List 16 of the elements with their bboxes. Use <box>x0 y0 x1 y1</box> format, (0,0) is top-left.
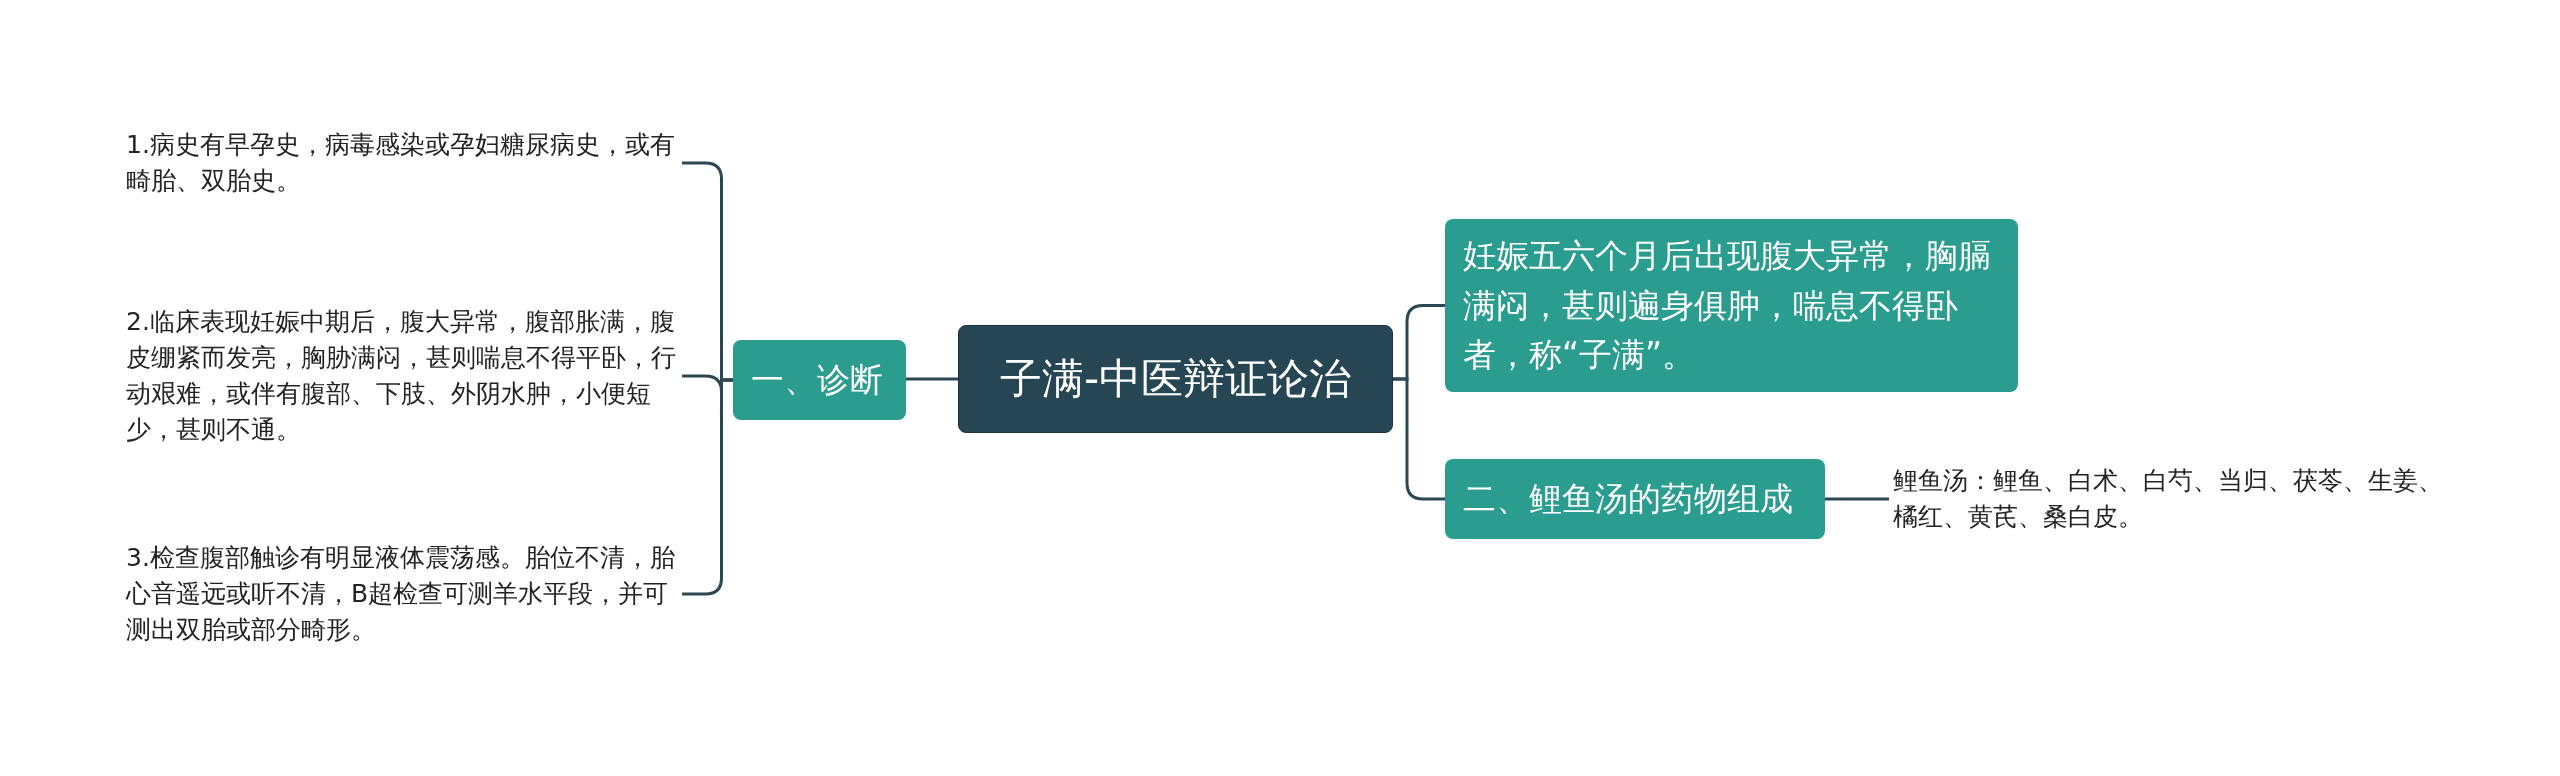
note-text: 1.病史有早孕史，病毒感染或孕妇糖尿病史，或有畸胎、双胎史。 <box>126 128 676 197</box>
connector-line <box>1825 497 1889 501</box>
topic-label: 妊娠五六个月后出现腹大异常，胸膈满闷，甚则遍身俱肿，喘息不得卧者，称“子满”。 <box>1463 235 1992 377</box>
note-text: 3.检查腹部触诊有明显液体震荡感。胎位不清，胎心音遥远或听不清，B超检查可测羊水平段，并可测出双胎或部分畸形。 <box>126 541 676 647</box>
topic-box <box>1445 219 2018 392</box>
topic-label: 子满-中医辩证论治 <box>999 353 1352 405</box>
topic-box <box>1445 459 1825 539</box>
connector-line <box>1393 377 1445 501</box>
note-text: 2.临床表现妊娠中期后，腹大异常，腹部胀满，腹皮绷紧而发亮，胸胁满闷，甚则喘息不得平卧，行动艰难，或伴有腹部、下肢、外阴水肿，小便短少，甚则不通。 <box>126 305 677 447</box>
note-text: 鲤鱼汤：鲤鱼、白术、白芍、当归、茯苓、生姜、橘红、黄芪、桑白皮。 <box>1893 464 2444 533</box>
connector-line <box>682 378 733 596</box>
topic-label: 一、诊断 <box>751 359 883 402</box>
connector-line <box>906 377 958 381</box>
central-topic <box>958 325 1393 433</box>
topic-box <box>733 340 906 420</box>
topic-label: 二、鲤鱼汤的药物组成 <box>1463 478 1793 521</box>
